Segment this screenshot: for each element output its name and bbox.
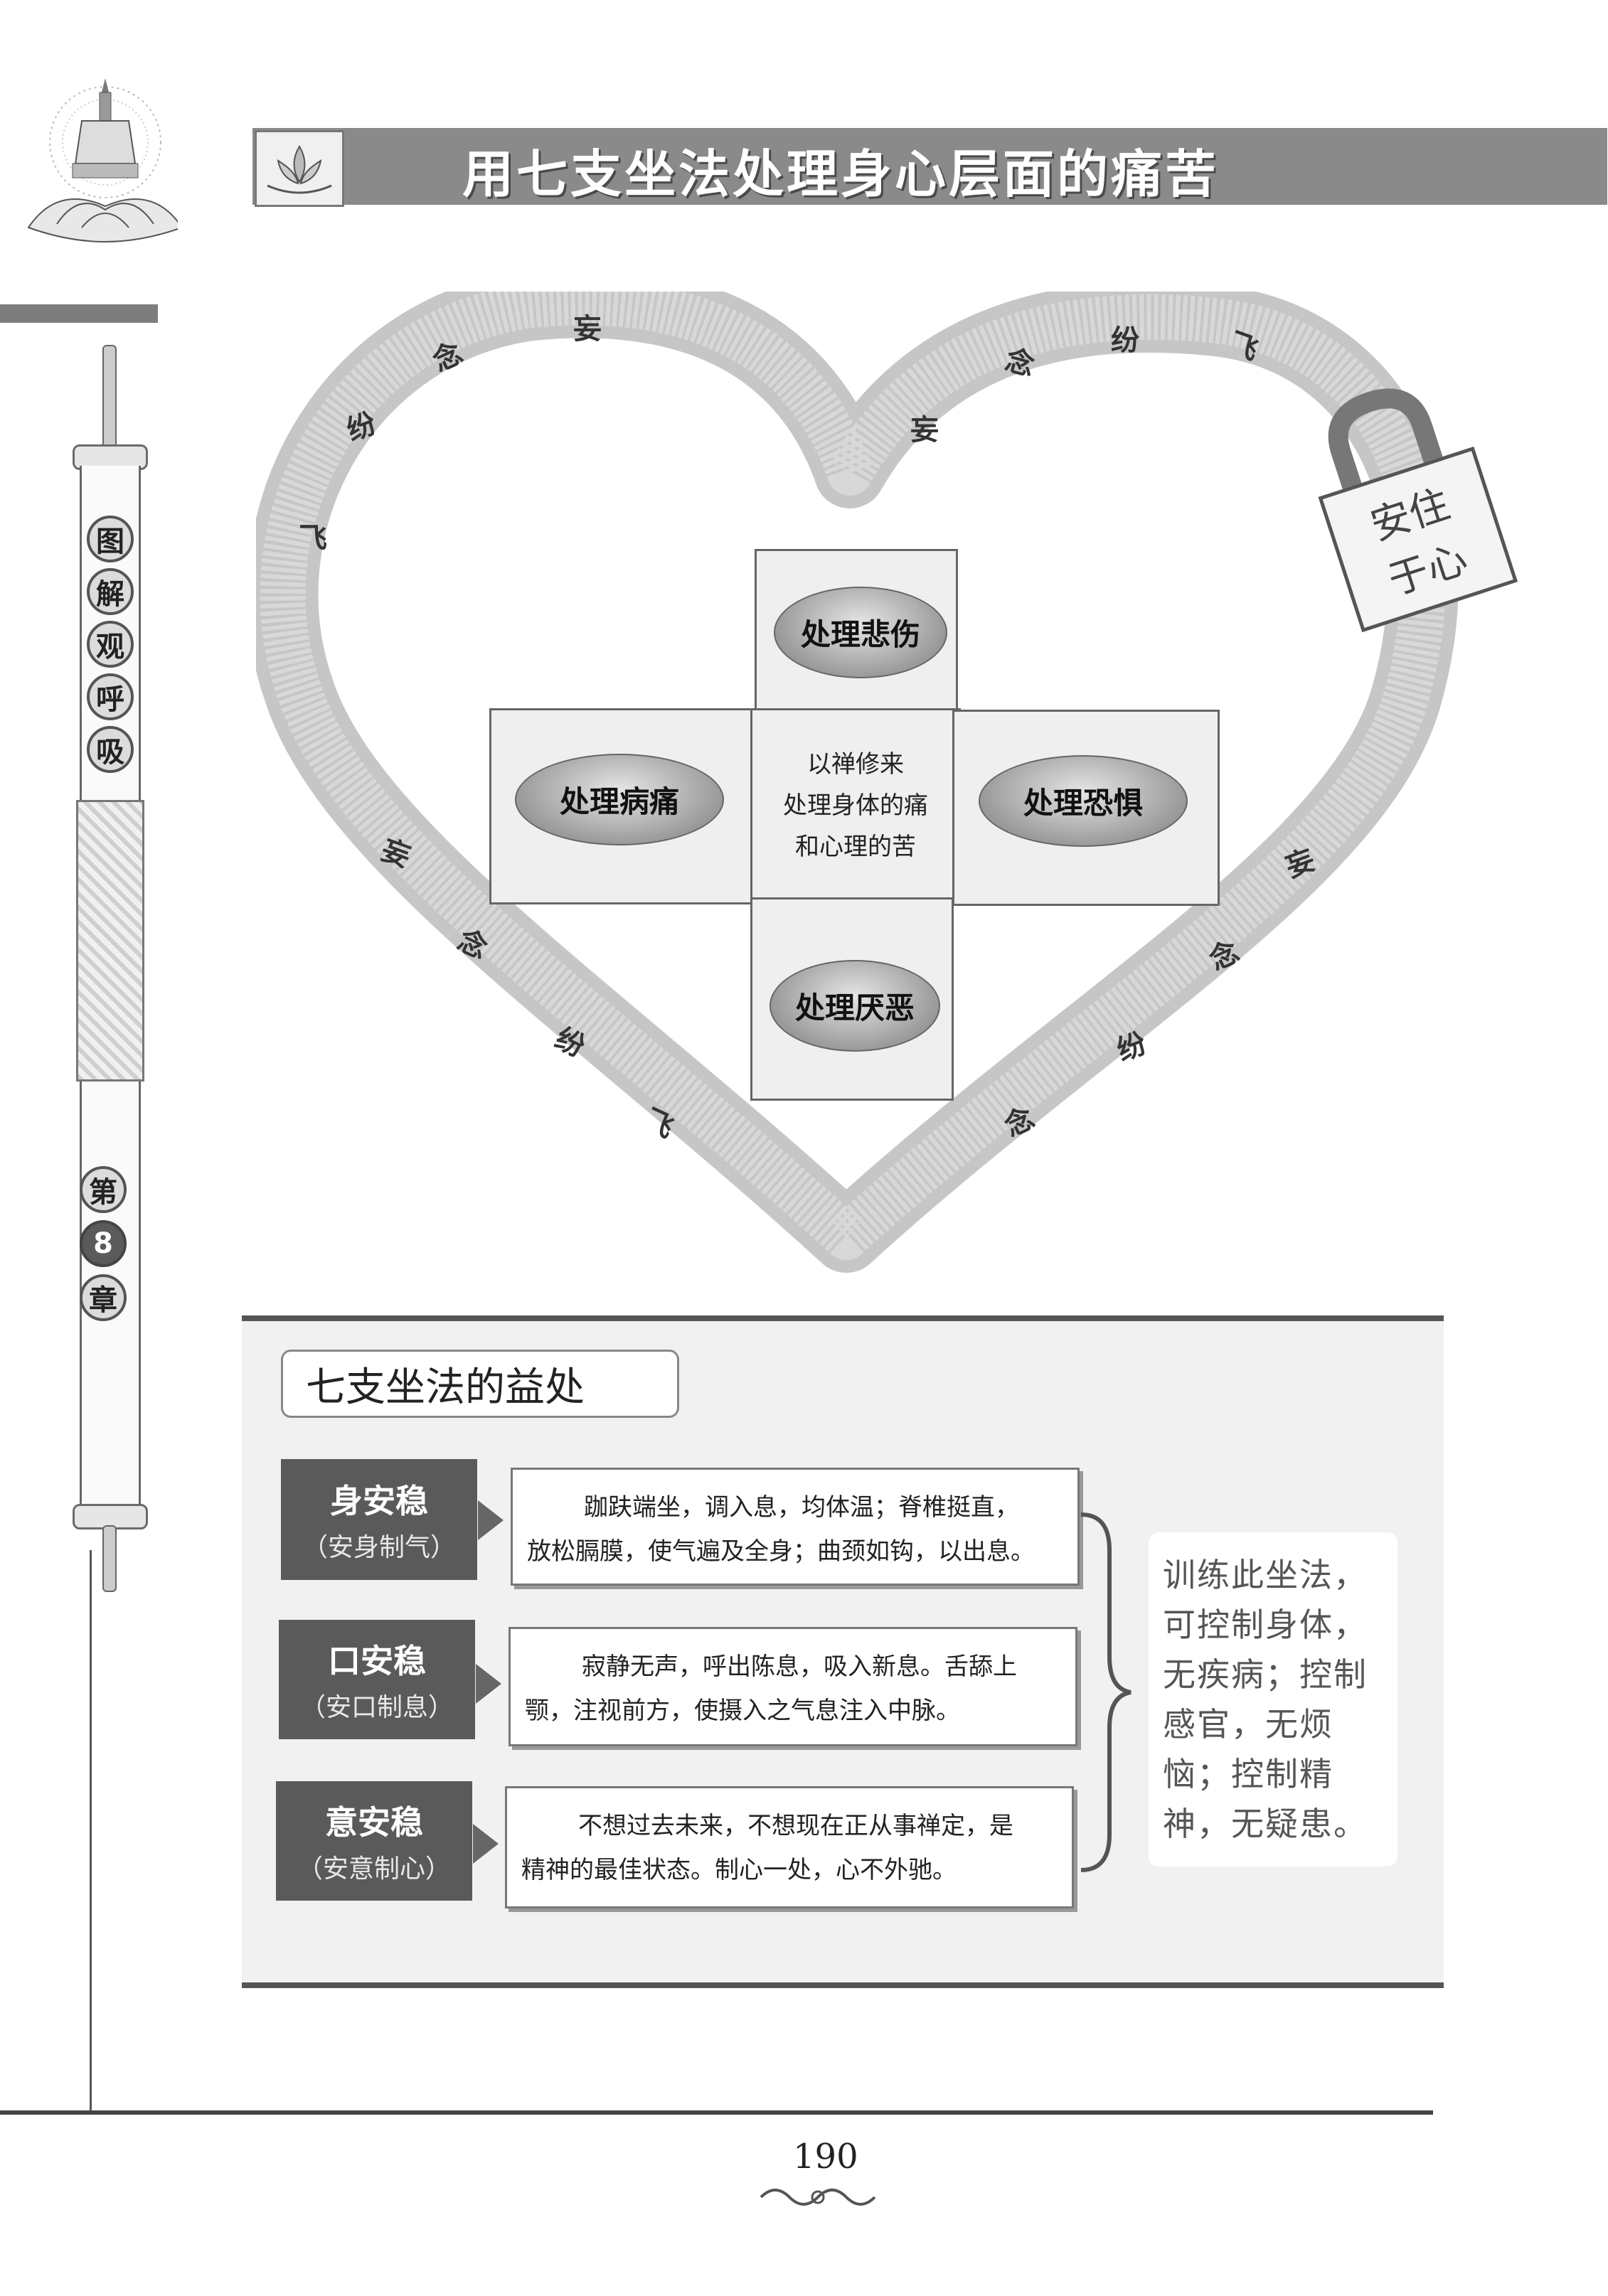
series-char: 观	[87, 621, 134, 668]
padlock-tag: 安住 于心	[1278, 359, 1538, 637]
heart-word: 妄	[573, 313, 602, 346]
benefit-sublabel: （安口制息）	[299, 1693, 454, 1722]
description-line: 不想过去未来，不想现在正从事禅定，是	[578, 1812, 1013, 1840]
benefits-title: 七支坐法的益处	[281, 1350, 679, 1418]
series-char: 吸	[87, 726, 134, 773]
series-char: 呼	[87, 673, 134, 720]
description-line: 颚，注视前方，使摄入之气息注入中脉。	[525, 1697, 960, 1725]
curly-brace-icon	[1080, 1512, 1132, 1872]
description-line: 放松膈膜，使气遍及全身；曲颈如钩，以出息。	[527, 1537, 1035, 1566]
page-number: 190	[793, 2137, 858, 2177]
summary-line: 感官，无烦	[1163, 1705, 1333, 1744]
description-line: 跏趺端坐，调入息，均体温；脊椎挺直，	[584, 1493, 1019, 1522]
description-line: 寂静无声，呼出陈息，吸入新息。舌舔上	[582, 1652, 1017, 1681]
summary-line: 神，无疑患。	[1163, 1805, 1368, 1843]
description-line: 精神的最佳状态。制心一处，心不外驰。	[521, 1856, 957, 1884]
series-char: 解	[87, 568, 134, 615]
sidebar-vertical-rule	[90, 1550, 92, 2112]
benefits-summary: 训练此坐法， 可控制身体， 无疾病；控制 感官，无烦 恼；控制精 神，无疑患。	[1149, 1532, 1397, 1867]
heart-word: 纷	[1111, 324, 1139, 357]
scroll-ornament-icon	[760, 2189, 876, 2206]
benefit-description: 跏趺端坐，调入息，均体温；脊椎挺直， 放松膈膜，使气遍及全身；曲颈如钩，以出息。	[511, 1468, 1080, 1586]
arrow-icon	[476, 1664, 501, 1704]
summary-line: 无疾病；控制	[1163, 1655, 1368, 1694]
padlock-shackle-icon	[1328, 388, 1445, 496]
series-char: 图	[87, 516, 134, 562]
summary-line: 可控制身体，	[1163, 1606, 1368, 1644]
heart-word: 飞	[299, 522, 327, 555]
book-series-title: 图 解 观 呼 吸	[87, 516, 134, 773]
chapter-char: 章	[80, 1274, 127, 1321]
center-caption-line: 和心理的苦	[795, 833, 916, 861]
benefit-description: 不想过去未来，不想现在正从事禅定，是 精神的最佳状态。制心一处，心不外驰。	[505, 1786, 1074, 1908]
heart-word: 妄	[910, 414, 939, 447]
body-stability-label: 身安稳 （安身制气）	[281, 1459, 477, 1580]
benefit-sublabel: （安意制心）	[297, 1854, 451, 1884]
heart-outline	[256, 292, 1459, 1273]
speech-stability-label: 口安稳 （安口制息）	[279, 1620, 475, 1739]
benefit-label: 口安稳	[328, 1642, 426, 1680]
arrow-icon	[478, 1500, 504, 1540]
chapter-indicator: 第 8 章	[80, 1166, 127, 1321]
benefit-label: 意安稳	[325, 1803, 423, 1842]
lotus-icon	[255, 130, 344, 207]
summary-line: 训练此坐法，	[1163, 1556, 1368, 1594]
arrow-icon	[473, 1824, 499, 1864]
aversion-ellipse: 处理厌恶	[770, 960, 940, 1052]
center-caption-line: 处理身体的痛	[783, 791, 928, 820]
fear-ellipse: 处理恐惧	[979, 755, 1188, 847]
benefit-description: 寂静无声，呼出陈息，吸入新息。舌舔上 颚，注视前方，使摄入之气息注入中脉。	[509, 1627, 1077, 1746]
center-caption-line: 以禅修来	[807, 750, 904, 779]
benefit-sublabel: （安身制气）	[302, 1533, 456, 1562]
footer-rule	[0, 2110, 1433, 2115]
chapter-number: 8	[80, 1220, 127, 1267]
stupa-icon	[27, 78, 183, 243]
stupa-lotus-emblem	[14, 64, 183, 277]
mind-stability-label: 意安稳 （安意制心）	[276, 1781, 472, 1901]
summary-line: 恼；控制精	[1163, 1755, 1333, 1793]
sidebar-divider-bar	[0, 304, 158, 323]
title-banner	[252, 128, 1607, 205]
scroll-pattern-panel	[76, 800, 144, 1082]
page-title: 用七支坐法处理身心层面的痛苦	[462, 144, 1220, 204]
cross-cell-center	[750, 708, 961, 904]
benefit-label: 身安稳	[330, 1482, 428, 1520]
pain-ellipse: 处理病痛	[515, 754, 724, 845]
chapter-char: 第	[80, 1166, 127, 1213]
grief-ellipse: 处理悲伤	[774, 587, 947, 678]
center-caption: 以禅修来 处理身体的痛 和心理的苦	[752, 744, 959, 867]
